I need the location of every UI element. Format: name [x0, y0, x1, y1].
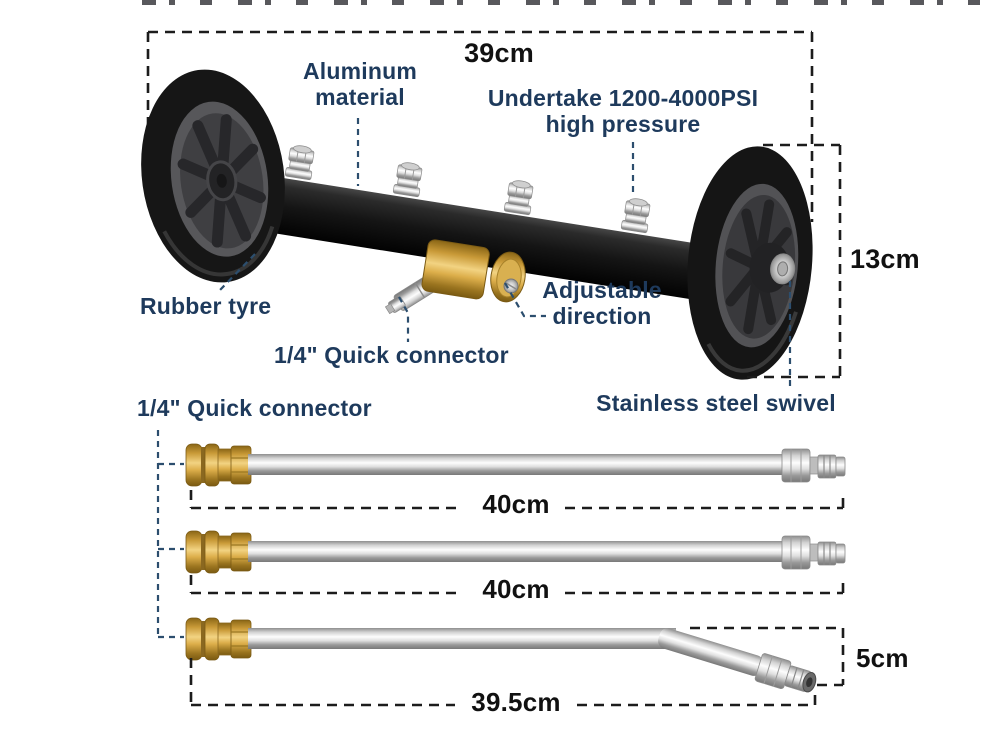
label-rubber-tyre: Rubber tyre: [140, 293, 272, 319]
dim-39-5cm-line: [189, 658, 817, 707]
extension-wand-2: [185, 530, 846, 574]
leader-adjustable-direction: [504, 282, 546, 318]
stainless-swivel-axle: [770, 253, 796, 285]
wand-rod: [248, 454, 784, 475]
label-high-pressure: Undertake 1200-4000PSI high pressure: [487, 85, 759, 137]
brass-coupler: [185, 617, 252, 661]
dimension-wand3-39-5cm: 39.5cm: [471, 687, 561, 717]
plug-fitting: [781, 535, 846, 570]
dimension-width-39cm: 39cm: [464, 38, 534, 68]
label-quick-connector-wands: 1/4" Quick connector: [137, 395, 372, 421]
extension-wand-1: [185, 443, 846, 487]
wand-rod: [248, 628, 676, 649]
label-adjustable-direction: Adjustable direction: [542, 277, 662, 329]
extension-wand-3: [185, 617, 817, 693]
dim-13cm-bracket: [747, 143, 842, 379]
label-quick-connector-main: 1/4" Quick connector: [274, 342, 509, 368]
dim-40cm-line-2: [189, 575, 845, 595]
leader-rubber-tyre: [219, 253, 256, 291]
dim-5cm-bracket: [690, 626, 845, 687]
spray-bar: [217, 172, 752, 305]
label-aluminum-material: Aluminum material: [302, 58, 418, 110]
leader-quick-connector-main: [398, 296, 410, 342]
wand-rod: [248, 541, 784, 562]
brass-coupler: [185, 530, 252, 574]
dimension-wand3-drop-5cm: 5cm: [856, 643, 909, 673]
dimension-wand2-40cm: 40cm: [482, 574, 550, 604]
dimension-wand1-40cm: 40cm: [482, 489, 550, 519]
wand-bent-end: [658, 628, 817, 693]
plug-fitting: [781, 448, 846, 483]
label-stainless-swivel: Stainless steel swivel: [596, 390, 836, 416]
dim-40cm-line-1: [189, 490, 845, 510]
right-wheel: [687, 146, 813, 380]
leader-quick-connector-wands: [156, 430, 184, 639]
cropped-header-text-strip: [142, 0, 987, 5]
brass-coupler: [185, 443, 252, 487]
left-wheel: [141, 69, 285, 283]
dimension-height-13cm: 13cm: [850, 244, 920, 274]
